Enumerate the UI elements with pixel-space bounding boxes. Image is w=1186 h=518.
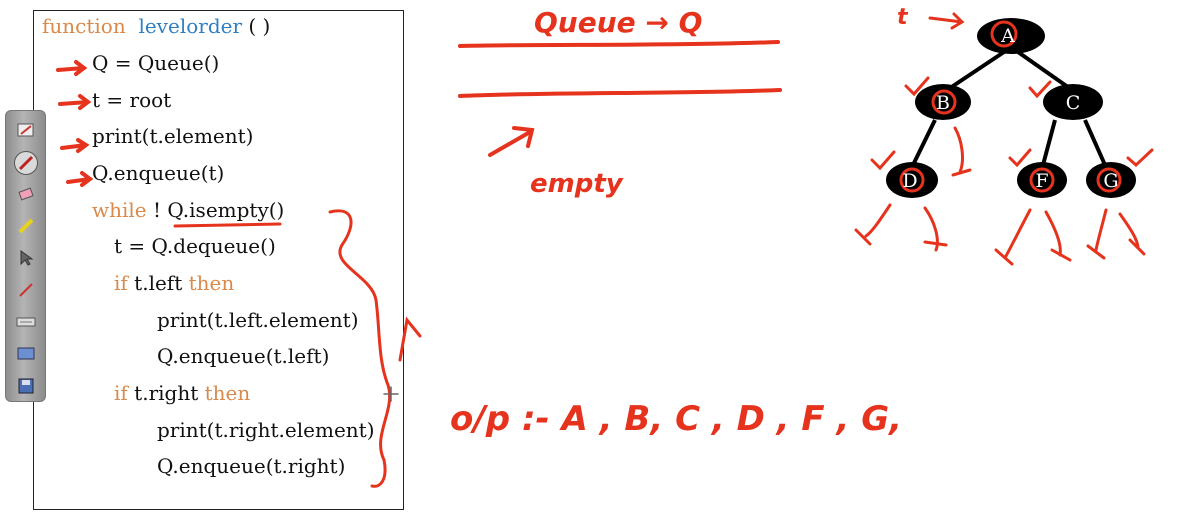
code-line-dequeue: t = Q.dequeue() — [114, 234, 276, 258]
annotation-toolbar[interactable] — [5, 110, 46, 402]
root-marker: t — [897, 5, 909, 30]
node-label-c: C — [1066, 92, 1081, 114]
code-line-while: while ! Q.isempty() — [92, 198, 284, 222]
keyword-if: if — [114, 381, 128, 405]
code-line-print-right: print(t.right.element) — [157, 418, 375, 442]
tree-node-d: D — [886, 162, 938, 198]
line-icon[interactable] — [14, 279, 38, 301]
keyword-while: while — [92, 198, 147, 222]
if-left-condition: t.left — [134, 271, 183, 295]
code-line-print: print(t.element) — [92, 124, 254, 148]
code-line-enqueue: Q.enqueue(t) — [92, 161, 225, 185]
function-name: levelorder — [138, 14, 243, 38]
code-line-queue: Q = Queue() — [92, 51, 220, 75]
tree-node-c: C — [1043, 84, 1103, 120]
node-label-g: G — [1103, 170, 1118, 192]
node-label-d: D — [902, 170, 917, 192]
tree-ink — [854, 12, 1154, 266]
tree-node-b: B — [915, 84, 971, 120]
save-icon[interactable] — [14, 375, 38, 397]
code-line-enqueue-left: Q.enqueue(t.left) — [157, 344, 330, 368]
keyword-function: function — [42, 14, 126, 38]
tree-edges — [911, 50, 1107, 166]
while-condition: ! Q.isempty() — [153, 198, 285, 222]
code-line-enqueue-right: Q.enqueue(t.right) — [157, 454, 346, 478]
node-label-b: B — [936, 92, 950, 114]
page-icon[interactable] — [14, 119, 38, 141]
tree-node-a: A — [977, 18, 1045, 54]
code-line-root: t = root — [92, 88, 172, 112]
tree-node-g: G — [1086, 162, 1136, 198]
code-line-print-left: print(t.left.element) — [157, 308, 359, 332]
if-right-condition: t.right — [134, 381, 199, 405]
empty-note: empty — [530, 169, 624, 199]
code-line-function: function levelorder ( ) — [42, 14, 270, 38]
output-note: o/p :- A , B, C , D , F , G, — [450, 399, 902, 439]
code-line-if-right: if t.right then — [114, 381, 250, 405]
node-label-a: A — [1000, 25, 1015, 47]
code-line-if-left: if t.left then — [114, 271, 234, 295]
queue-drawing — [458, 40, 782, 157]
eraser-icon[interactable] — [14, 183, 38, 205]
highlighter-icon[interactable] — [14, 215, 38, 237]
function-params: ( ) — [248, 14, 271, 38]
keyboard-icon[interactable] — [14, 311, 38, 333]
keyword-then: then — [204, 381, 251, 405]
pointer-icon[interactable] — [14, 247, 38, 269]
node-label-f: F — [1035, 170, 1048, 192]
screen-icon[interactable] — [14, 343, 38, 365]
pen-icon[interactable] — [14, 151, 38, 175]
queue-note: Queue → Q — [534, 6, 702, 39]
keyword-then: then — [188, 271, 235, 295]
tree-node-f: F — [1017, 162, 1067, 198]
keyword-if: if — [114, 271, 128, 295]
